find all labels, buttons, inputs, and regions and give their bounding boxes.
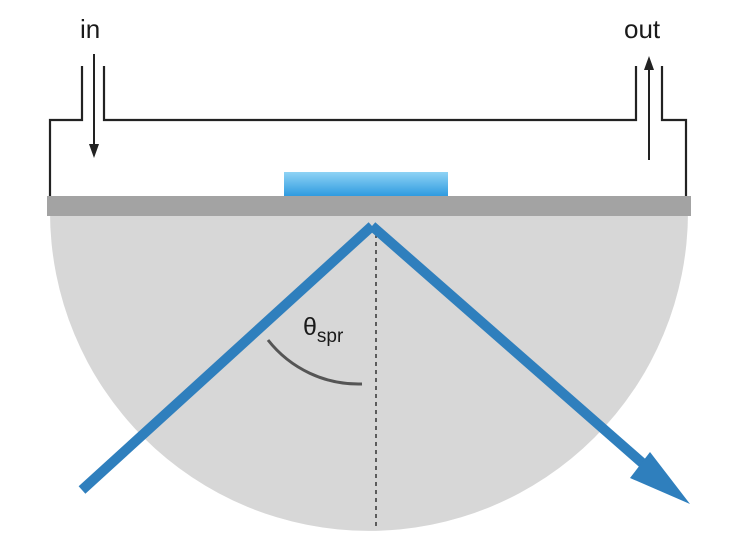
sample-layer — [284, 172, 448, 196]
reflected-beam — [368, 222, 668, 486]
angle-symbol: θ — [303, 313, 317, 341]
inlet-label: in — [80, 14, 101, 44]
angle-subscript: spr — [316, 326, 344, 347]
inlet-arrow — [89, 54, 99, 158]
metal-film — [47, 196, 691, 216]
angle-label: θspr — [303, 313, 343, 348]
reflected-beam-arrowhead — [630, 452, 690, 504]
angle-arc — [266, 339, 363, 386]
flow-cell-outline — [48, 66, 688, 196]
incident-beam — [78, 222, 376, 494]
outlet-label: out — [624, 14, 661, 44]
outlet-arrow — [644, 56, 654, 160]
prism — [50, 212, 688, 531]
